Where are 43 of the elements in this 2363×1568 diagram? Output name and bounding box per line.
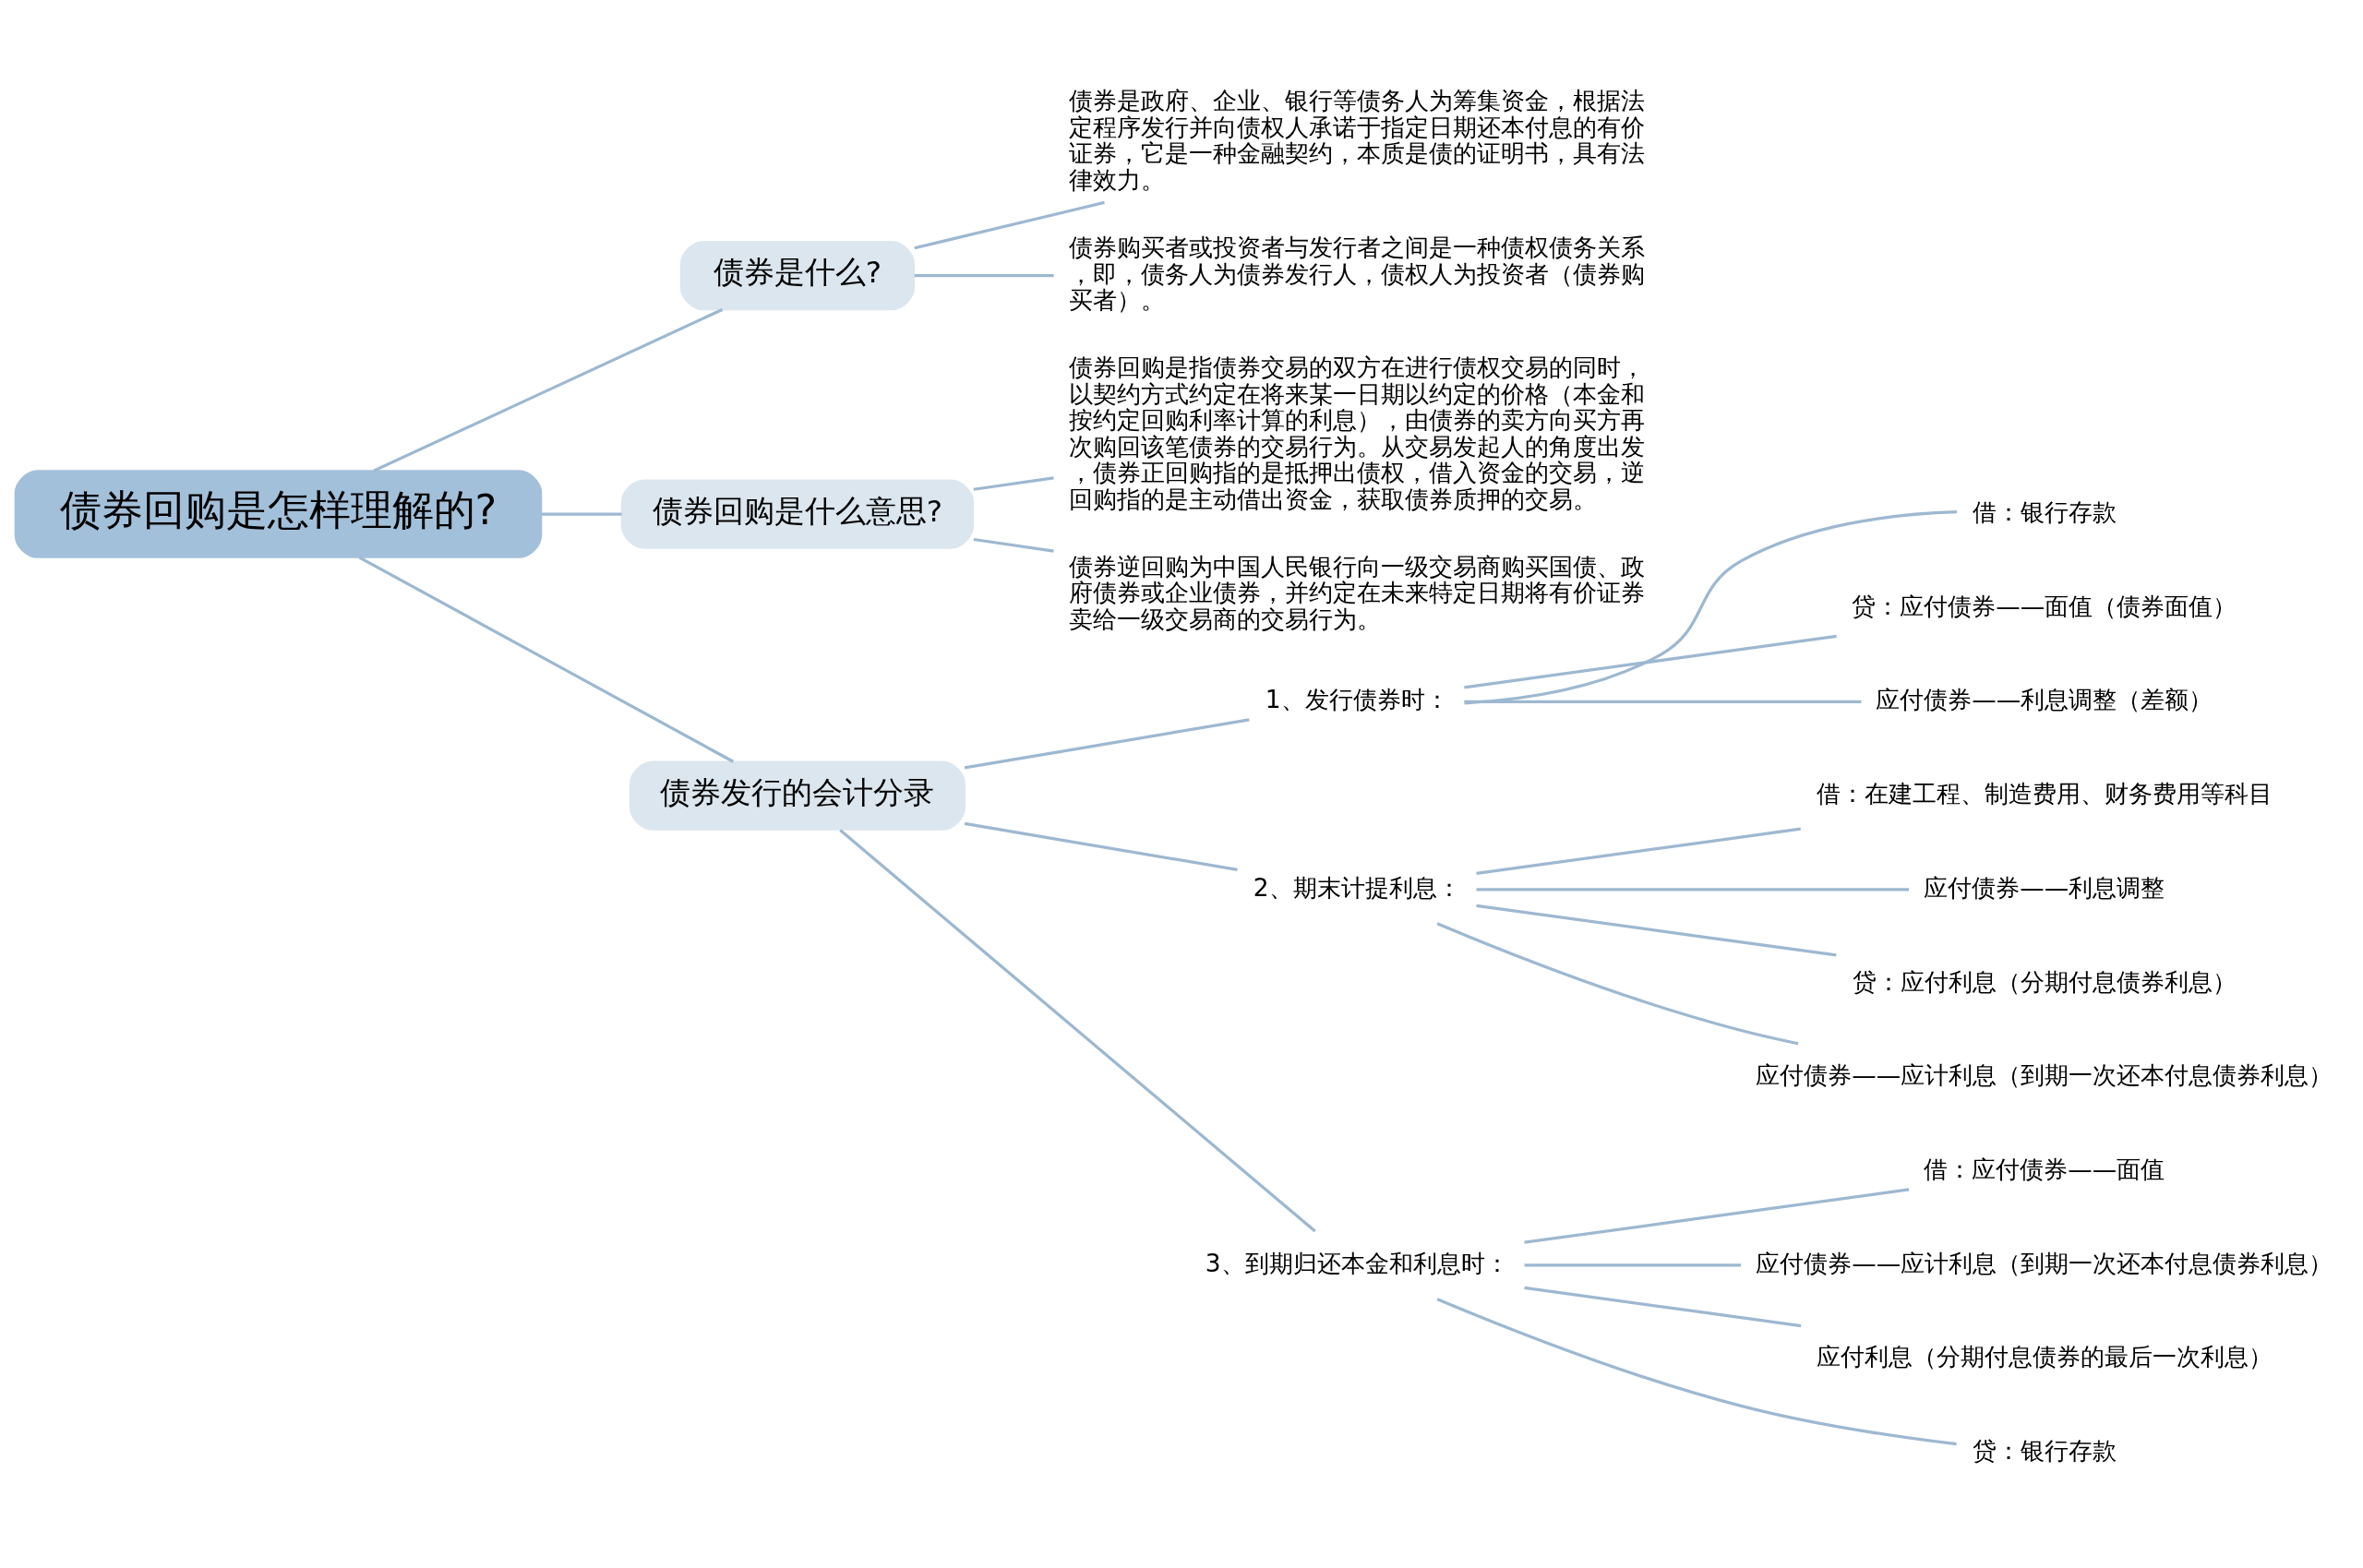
node-text: 应付债券——利息调整（差额）	[1876, 684, 2213, 713]
node-box: 债券回购是怎样理解的?	[14, 469, 543, 558]
connector	[839, 828, 1316, 1232]
node-text: 应付利息（分期付息债券的最后一次利息）	[1816, 1341, 2273, 1371]
connector	[973, 537, 1054, 553]
connector	[973, 475, 1054, 491]
connector	[1464, 634, 1837, 688]
node-text: 贷：应付债券——面值（债券面值）	[1852, 591, 2237, 620]
connector	[914, 273, 1054, 277]
node-text: 应付债券——应计利息（到期一次还本付息债券利息）	[1756, 1059, 2333, 1089]
node-text: 3、到期归还本金和利息时：	[1205, 1248, 1509, 1277]
connector	[964, 717, 1250, 770]
connector	[1464, 509, 1958, 704]
node-text: 贷：应付利息（分期付息债券利息）	[1852, 966, 2237, 996]
connector	[541, 511, 622, 516]
connector	[358, 556, 735, 763]
node-box: 债券是什么?	[679, 240, 916, 310]
node-text: 应付债券——应计利息（到期一次还本付息债券利息）	[1756, 1248, 2333, 1277]
node-text: 2、期末计提利息：	[1253, 872, 1461, 902]
connector	[1476, 827, 1801, 875]
connector	[1524, 1187, 1910, 1244]
connector	[373, 307, 724, 472]
connector	[1476, 904, 1837, 957]
connector	[914, 200, 1105, 249]
node-text: 债券购买者或投资者与发行者之间是一种债权债务关系，即，债务人为债券发行人，债权人为投资者（债券购买者）。	[1068, 232, 1645, 314]
node-text: 1、发行债券时：	[1265, 684, 1449, 713]
node-text: 债券是政府、企业、银行等债务人为筹集资金，根据法定程序发行并向债权人承诺于指定日期还本付息的有价证券，它是一种金融契约，本质是债的证明书，具有法律效力。	[1068, 85, 1645, 194]
node-text: 借：应付债券——面值	[1924, 1154, 2165, 1183]
connector	[1464, 700, 1862, 703]
connector	[964, 821, 1238, 871]
node-text: 借：在建工程、制造费用、财务费用等科目	[1816, 778, 2273, 808]
node-text: 应付债券——利息调整	[1924, 872, 2165, 902]
node-box: 债券回购是什么意思?	[620, 478, 975, 549]
node-box: 债券发行的会计分录	[629, 760, 966, 831]
connector	[1476, 887, 1910, 892]
connector	[1524, 1286, 1802, 1327]
node-text: 债券逆回购为中国人民银行向一级交易商购买国债、政府债券或企业债券，并约定在未来特定日期将有价证券卖给一级交易商的交易行为。	[1068, 551, 1645, 633]
connector	[1436, 921, 1799, 1045]
node-text: 债券回购是指债券交易的双方在进行债权交易的同时，以契约方式约定在将来某一日期以约定的价格（本金和按约定回购利率计算的利息），由债券的卖方向买方再次购回该笔债券的交易行为。从交易发起人的角度出发，债券正回购指的是抵押出债权，借入资金的交易，逆回购指的是主动借出资金，获取债券质押的交易。	[1068, 352, 1645, 513]
node-text: 贷：银行存款	[1972, 1435, 2117, 1465]
connector	[1524, 1263, 1742, 1266]
connector	[1436, 1297, 1957, 1445]
node-text: 借：银行存款	[1972, 497, 2117, 526]
